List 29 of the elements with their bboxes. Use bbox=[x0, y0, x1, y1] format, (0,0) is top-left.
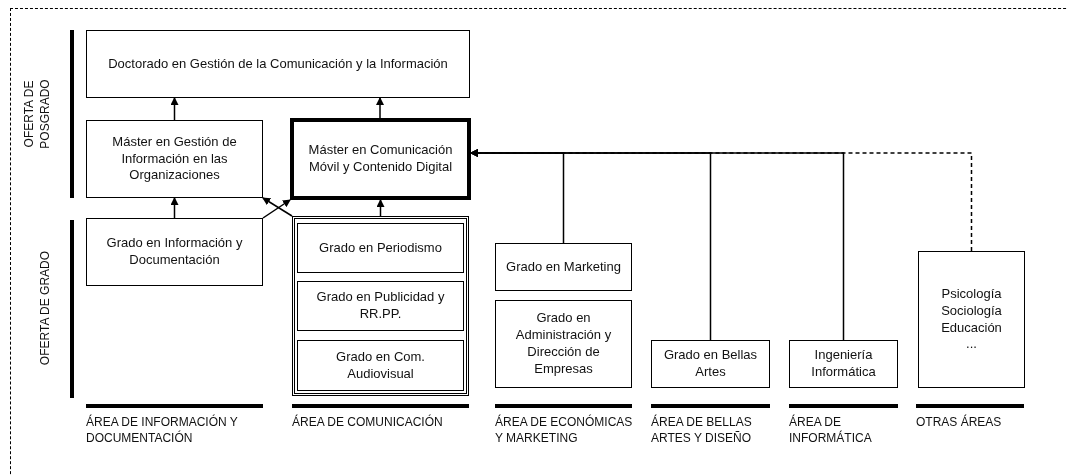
program-box: Grado en Bellas Artes bbox=[651, 340, 770, 388]
area-label: ÁREA DE COMUNICACIÓN bbox=[292, 414, 444, 431]
program-box: Máster en Gestión de Información en las Organizaciones bbox=[86, 120, 263, 198]
box-text: Educación bbox=[941, 319, 1002, 337]
program-box: Grado en Información y Documentación bbox=[86, 218, 263, 286]
program-box: Grado en Periodismo bbox=[297, 223, 464, 273]
program-box: Ingeniería Informática bbox=[789, 340, 898, 388]
program-box: Doctorado en Gestión de la Comunicación y la Información bbox=[86, 30, 470, 98]
area-label: ÁREA DE INFORMÁTICA bbox=[789, 414, 873, 447]
box-text: Psicología bbox=[941, 285, 1002, 303]
program-box: Grado en Marketing bbox=[495, 243, 632, 291]
box-text: Sociología bbox=[941, 302, 1002, 320]
area-label: ÁREA DE BELLAS ARTES Y DISEÑO bbox=[651, 414, 753, 447]
area-label: ÁREA DE ECONÓMICAS Y MARKETING bbox=[495, 414, 634, 447]
area-label: ÁREA DE INFORMACIÓN Y DOCUMENTACIÓN bbox=[86, 414, 239, 447]
program-box: Grado en Administración y Dirección de Empresas bbox=[495, 300, 632, 388]
box-text: ... bbox=[966, 336, 977, 354]
axis-label: OFERTA DE POSGRADO bbox=[22, 79, 53, 149]
arrow bbox=[376, 199, 385, 217]
group-box bbox=[292, 216, 469, 396]
arrow bbox=[170, 97, 179, 121]
area-label: OTRAS ÁREAS bbox=[916, 414, 1003, 431]
program-box: Grado en Com. Audiovisual bbox=[297, 340, 464, 391]
arrow bbox=[376, 97, 384, 119]
program-box: Grado en Publicidad y RR.PP. bbox=[297, 281, 464, 331]
program-box bbox=[918, 251, 1025, 388]
axis-label: OFERTA DE GRADO bbox=[38, 250, 54, 366]
program-box: Máster en Comunicación Móvil y Contenido Digital bbox=[290, 118, 471, 200]
arrow bbox=[170, 197, 179, 219]
